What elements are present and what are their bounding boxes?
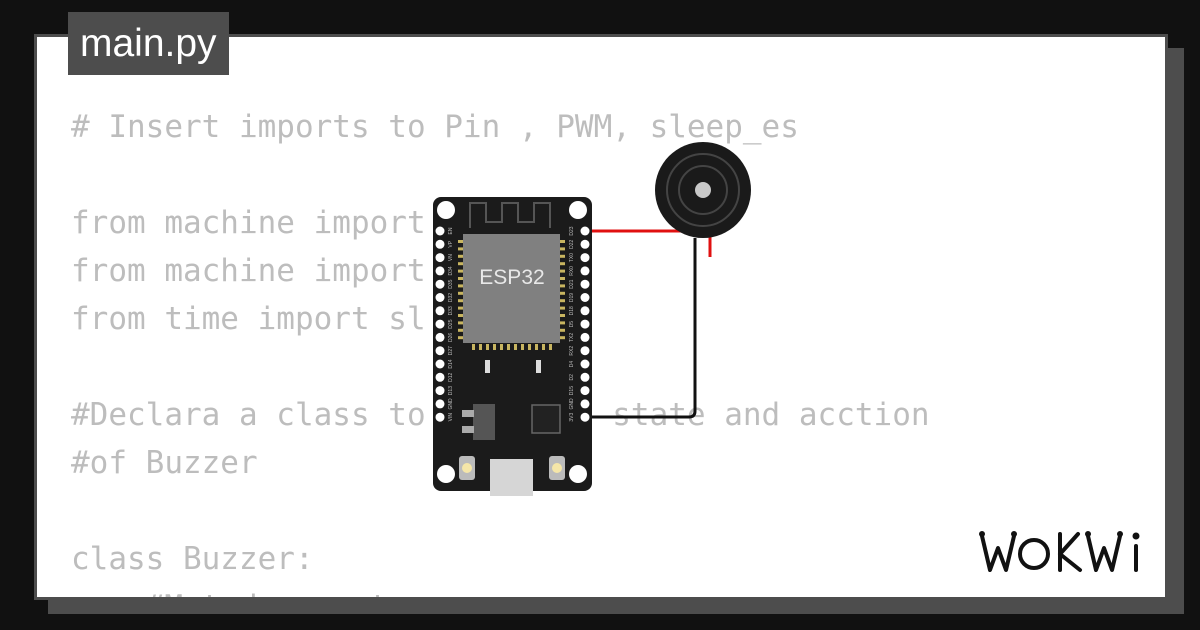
pin-right-d2[interactable]: [580, 372, 590, 382]
pin-label: D5: [569, 321, 575, 328]
pin-left-d13[interactable]: [435, 386, 445, 396]
pin-right-d19[interactable]: [580, 293, 590, 302]
pin-label: D22: [569, 240, 575, 249]
pin-right-d22[interactable]: [580, 239, 590, 249]
pin-right-d4[interactable]: [580, 359, 590, 369]
code-line: # Insert imports to Pin , PWM, sleep_es: [71, 109, 799, 145]
pin-left-gnd[interactable]: [435, 399, 445, 409]
pin-left-d34[interactable]: [435, 266, 445, 276]
pin-label: D23: [569, 226, 575, 235]
code-line: from machine import: [71, 253, 426, 289]
pin-label: EN: [448, 227, 454, 234]
pin-right-d21[interactable]: [580, 279, 590, 289]
pin-label: D4: [569, 361, 575, 368]
file-tab[interactable]: main.py: [68, 12, 229, 75]
pin-left-d27[interactable]: [435, 346, 445, 356]
esp32-board[interactable]: ESP32 ENVPVND34D35D32D33D25D26D27D14D12D…: [433, 197, 592, 496]
pin-label: D35: [448, 279, 454, 288]
file-tab-label: main.py: [80, 22, 217, 65]
pin-label: D32: [448, 293, 454, 302]
pin-label: D26: [448, 333, 454, 342]
pin-left-d14[interactable]: [435, 359, 445, 369]
pin-label: VIN: [448, 413, 454, 422]
pin-left-d35[interactable]: [435, 279, 445, 289]
esp32-chip: [463, 234, 560, 343]
pin-left-vn[interactable]: [435, 253, 445, 263]
pin-right-3v3[interactable]: [580, 412, 590, 422]
pin-right-rx2[interactable]: [580, 346, 590, 356]
pin-label: GND: [448, 398, 454, 410]
wokwi-logo: [979, 531, 1140, 572]
pin-label: TX2: [569, 333, 575, 342]
pin-label: D25: [448, 319, 454, 328]
pin-label: RX0: [569, 266, 575, 276]
pin-label: D18: [569, 306, 575, 315]
pin-label: VN: [448, 254, 454, 261]
pin-left-vin[interactable]: [435, 412, 445, 422]
pin-label: D12: [448, 373, 454, 382]
code-line: from machine import: [71, 205, 426, 241]
pin-label: D2: [569, 374, 575, 381]
pin-left-vp[interactable]: [435, 239, 445, 249]
pin-label: TX0: [569, 253, 575, 262]
pin-label: D19: [569, 293, 575, 302]
pin-left-d25[interactable]: [435, 319, 445, 329]
pin-label: D21: [569, 279, 575, 288]
pin-label: D33: [448, 306, 454, 315]
pin-label: 3V3: [569, 413, 575, 422]
pin-label: GND: [569, 398, 575, 410]
pin-right-d5[interactable]: [580, 319, 590, 329]
pin-label: D27: [448, 346, 454, 355]
code-line: from time import sl: [71, 301, 426, 337]
pin-right-rx0[interactable]: [580, 266, 590, 276]
pin-right-d23[interactable]: [580, 226, 590, 236]
code-line: class Buzzer:: [71, 541, 314, 577]
pin-left-d33[interactable]: [435, 306, 445, 316]
pin-label: VP: [448, 240, 454, 247]
buzzer[interactable]: [655, 142, 751, 256]
pin-left-d32[interactable]: [435, 293, 445, 302]
pin-label: D13: [448, 386, 454, 395]
code-line: #Metodo constr: [71, 583, 930, 597]
pin-label: D15: [569, 386, 575, 395]
pin-label: RX2: [569, 346, 575, 356]
pin-left-d12[interactable]: [435, 372, 445, 382]
pin-left-en[interactable]: [435, 226, 445, 236]
pin-right-tx0[interactable]: [580, 253, 590, 263]
black-wire[interactable]: [585, 252, 697, 419]
pin-right-tx2[interactable]: [580, 332, 590, 342]
pin-label: D34: [448, 266, 454, 275]
usb-port: [490, 459, 533, 496]
pin-right-gnd[interactable]: [580, 399, 590, 409]
code-line: #Declara a class to state and acction: [71, 397, 930, 433]
pin-right-d18[interactable]: [580, 306, 590, 316]
code-line: #of Buzzer: [71, 445, 258, 481]
pin-left-d26[interactable]: [435, 332, 445, 342]
chip-label: ESP32: [479, 266, 544, 289]
pin-label: D14: [448, 359, 454, 368]
pin-right-d15[interactable]: [580, 386, 590, 396]
